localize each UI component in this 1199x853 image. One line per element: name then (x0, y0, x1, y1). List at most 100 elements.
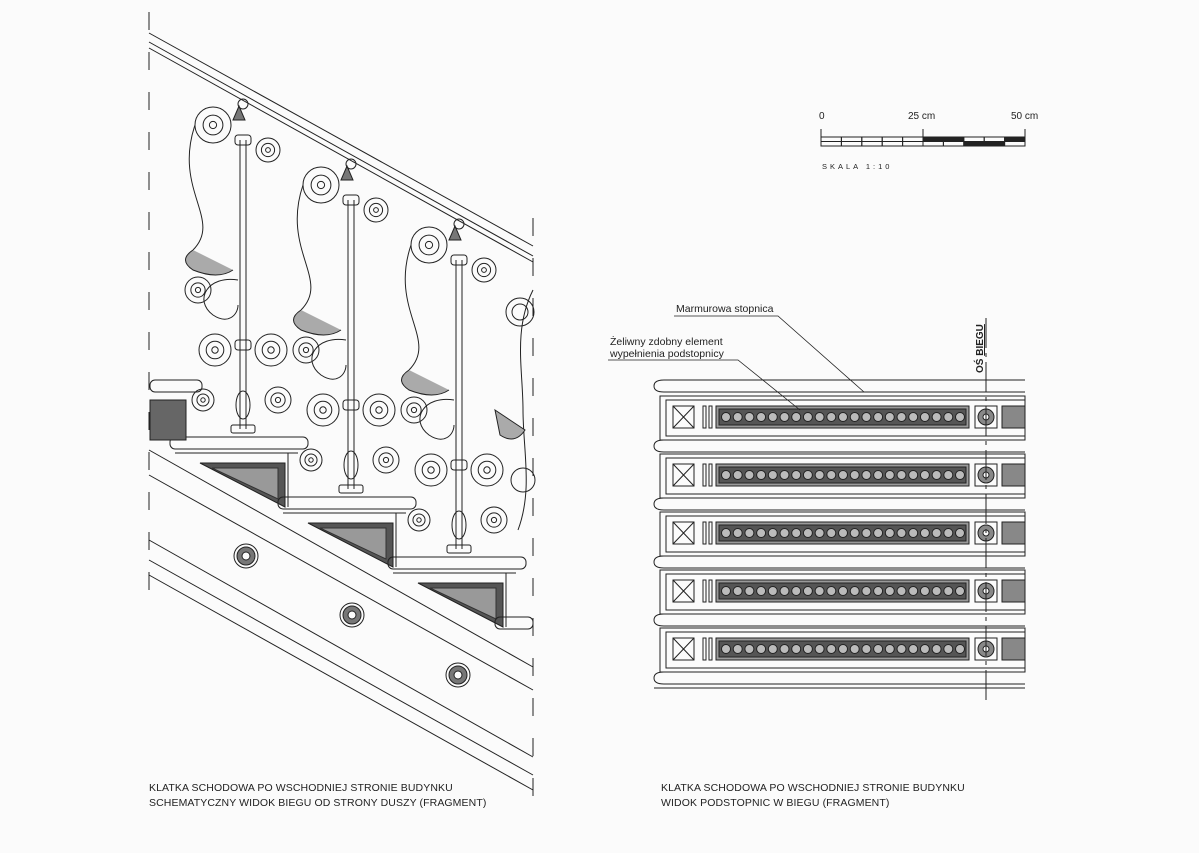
cast-iron-rosette (826, 412, 837, 422)
baluster-collar (450, 254, 468, 266)
cast-iron-rosette (826, 586, 837, 596)
cast-iron-rosette (767, 586, 778, 596)
scroll-curl-inner (406, 402, 422, 418)
scale-segment-lower (861, 141, 883, 147)
rosette-center (453, 670, 463, 680)
scroll-stem (311, 338, 347, 380)
step-nosing (149, 379, 203, 393)
cast-iron-rosette (884, 644, 895, 654)
cast-iron-rosette (861, 586, 872, 596)
scroll-curl-eye (424, 240, 434, 250)
finial (340, 164, 354, 181)
cast-iron-rosette (732, 470, 743, 480)
scale-segment-upper (861, 136, 883, 142)
stringer-line (148, 574, 534, 791)
scroll-curl-inner (477, 460, 497, 480)
scroll-curl-eye (373, 207, 379, 213)
stringer-line (148, 474, 534, 691)
cast-iron-rosette (756, 586, 767, 596)
cast-iron-rosette (908, 528, 919, 538)
baluster-collar (342, 399, 360, 411)
scale-tick-25: 25 cm (908, 111, 936, 122)
finial-ball (237, 98, 249, 110)
marble-tread (653, 613, 1025, 627)
marble-tread (653, 497, 1025, 511)
leaf-ornament (185, 249, 234, 276)
scroll-curl-inner (369, 400, 389, 420)
cast-iron-rosette (908, 412, 919, 422)
riser-square (672, 463, 695, 487)
scroll-curl-inner (260, 142, 276, 158)
cast-iron-rosette (826, 644, 837, 654)
cast-iron-rosette (814, 412, 825, 422)
scroll-curl (362, 393, 396, 427)
riser-post (702, 579, 707, 603)
cast-iron-rosette (955, 528, 965, 538)
scroll-curl-eye (194, 286, 202, 294)
cast-iron-rosette (802, 528, 813, 538)
scroll-curl-eye (274, 396, 282, 404)
scale-segment-upper (902, 136, 924, 142)
step-nosing (277, 496, 417, 510)
cast-iron-rosette (861, 470, 872, 480)
risers-front-view (653, 318, 1026, 700)
rosette-center (347, 610, 357, 620)
baluster-collar (234, 134, 252, 146)
scroll-stem (296, 184, 312, 311)
riser-square (672, 405, 695, 429)
cast-iron-panel-partial (1001, 463, 1026, 487)
stringer-line (148, 539, 534, 758)
cast-iron-rosette (873, 644, 884, 654)
riser-square (672, 579, 695, 603)
scroll-curl-eye (265, 147, 271, 153)
cast-iron-rosette (838, 528, 848, 538)
riser-ornament-inner (319, 527, 387, 560)
cast-iron-rosette (943, 470, 954, 480)
cast-iron-rosette (931, 470, 942, 480)
cast-iron-rosette (861, 644, 872, 654)
baluster-collar (342, 194, 360, 206)
scroll-curl (306, 393, 340, 427)
cast-iron-rosette (955, 412, 965, 422)
scroll-curl-inner (378, 452, 394, 468)
leaf-ornament (494, 408, 526, 440)
cast-iron-rosette (791, 528, 802, 538)
scroll-curl-eye (416, 517, 422, 523)
riser-post (708, 463, 713, 487)
cast-iron-rosette (732, 412, 743, 422)
handrail-line (148, 41, 534, 257)
cast-iron-rosette (791, 412, 802, 422)
stringer-line (148, 449, 534, 668)
cast-iron-rosette (767, 412, 778, 422)
marble-tread (653, 555, 1025, 569)
scale-tick-0: 0 (819, 111, 825, 122)
step-nosing (387, 556, 527, 570)
scale-caption: SKALA 1:10 (822, 162, 893, 171)
scale-segment-upper (922, 136, 944, 142)
cast-iron-rosette (884, 528, 895, 538)
finial-ball (453, 218, 465, 230)
cast-iron-rosette (756, 470, 767, 480)
cast-iron-rosette (767, 470, 778, 480)
cast-iron-rosette (732, 586, 743, 596)
scroll-stem (203, 278, 239, 320)
scroll-curl (510, 467, 536, 493)
cast-iron-panel-partial (1001, 637, 1026, 661)
cast-iron-rosette (849, 470, 860, 480)
cast-iron-rosette (767, 644, 778, 654)
riser-square-diagonal (672, 463, 695, 487)
cast-iron-rosette (908, 644, 919, 654)
cast-iron-rosette (896, 470, 907, 480)
finial-ball (345, 158, 357, 170)
cast-iron-rosette (931, 644, 942, 654)
cast-iron-rosette (919, 528, 930, 538)
scroll-curl (407, 508, 431, 532)
label-cast-iron-line2: wypełnienia podstopnicy (610, 348, 724, 360)
scroll-curl-eye (410, 406, 418, 414)
riser-post (708, 405, 713, 429)
cast-iron-rosette (744, 412, 755, 422)
cast-iron-rosette (919, 412, 930, 422)
scroll-curl (194, 106, 232, 144)
baluster-bulb (343, 450, 359, 480)
